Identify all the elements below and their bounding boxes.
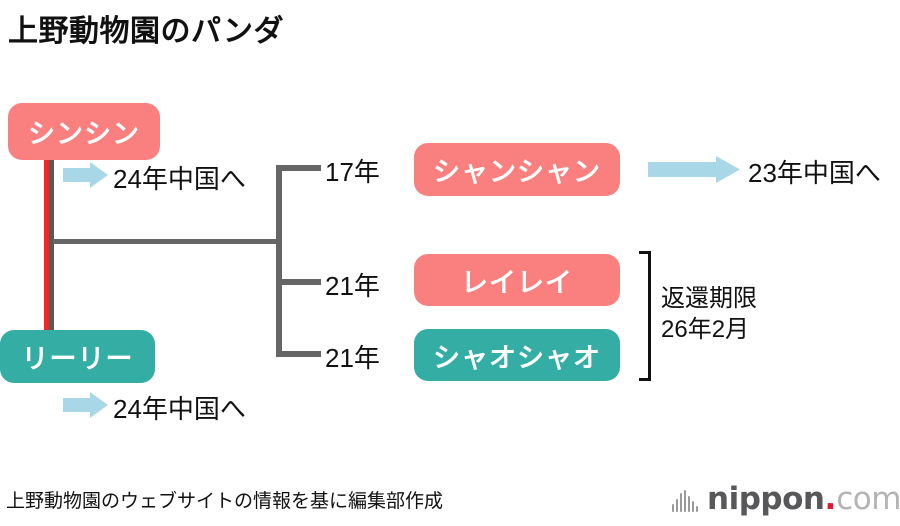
offspring-branch-2 xyxy=(276,279,321,285)
year-label-leilei: 21年 xyxy=(325,271,380,301)
right-arrow-icon xyxy=(648,156,740,183)
logo-dot: . xyxy=(824,481,837,517)
parent-line-gray xyxy=(49,155,54,335)
logo-word: nippon xyxy=(707,481,825,517)
badge-xiangxiang[interactable]: シャンシャン xyxy=(414,143,620,196)
return-deadline-note: 返還期限 26年2月 xyxy=(661,285,757,343)
parent-line-red xyxy=(44,155,49,335)
offspring-branch-3 xyxy=(276,351,321,357)
return-deadline-bracket xyxy=(639,251,651,381)
badge-leilei[interactable]: レイレイ xyxy=(414,254,620,306)
badge-riri[interactable]: リーリー xyxy=(0,330,155,383)
nippon-com-logo[interactable]: nippon . com xyxy=(672,481,900,515)
badge-xiaoxiao[interactable]: シャオシャオ xyxy=(414,329,620,381)
year-label-xiangxiang: 17年 xyxy=(325,157,380,187)
right-arrow-icon xyxy=(63,162,108,188)
badge-shinshin[interactable]: シンシン xyxy=(8,103,160,160)
right-arrow-icon xyxy=(63,392,108,418)
caption-riri-departure: 24年中国へ xyxy=(113,394,246,424)
year-label-xiaoxiao: 21年 xyxy=(325,343,380,373)
caption-xiangxiang-departure: 23年中国へ xyxy=(748,158,881,188)
page-title: 上野動物園のパンダ xyxy=(8,15,284,48)
sound-wave-icon xyxy=(672,490,698,512)
source-note: 上野動物園のウェブサイトの情報を基に編集部作成 xyxy=(6,491,444,512)
caption-shinshin-departure: 24年中国へ xyxy=(113,164,246,194)
logo-tld: com xyxy=(836,481,900,517)
offspring-trunk-line xyxy=(276,165,282,357)
offspring-branch-1 xyxy=(276,165,321,171)
parents-to-children-connector xyxy=(53,239,280,244)
